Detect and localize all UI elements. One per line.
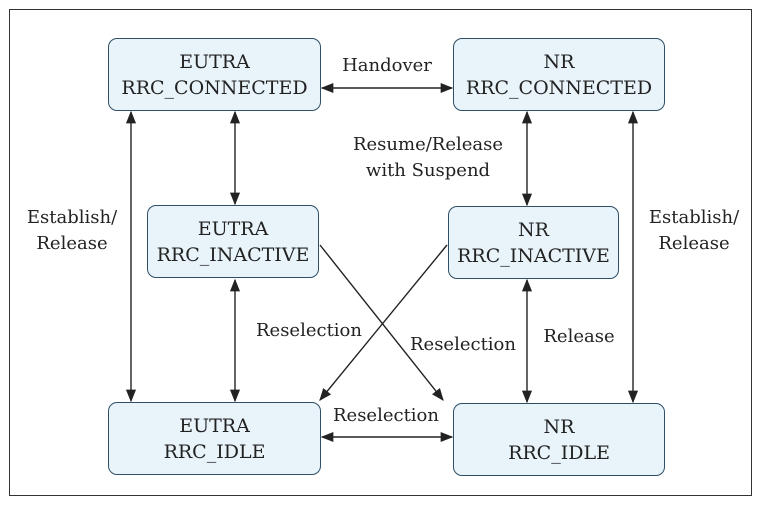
- state-label-line2: RRC_IDLE: [508, 441, 610, 464]
- state-label-line1: NR: [543, 415, 575, 438]
- label-reselection-bottom: Reselection: [332, 405, 439, 426]
- state-label-line1: NR: [543, 50, 575, 73]
- label-establish-release-left: Establish/ Release: [20, 205, 124, 257]
- arrow-nr-inactive-to-eutra-idle: [319, 244, 448, 401]
- state-label-line2: RRC_IDLE: [163, 440, 266, 463]
- state-nr-rrc-idle: NR RRC_IDLE: [453, 403, 665, 476]
- label-handover: Handover: [342, 55, 432, 76]
- state-label-line2: RRC_INACTIVE: [457, 244, 610, 267]
- state-eutra-rrc-inactive: EUTRA RRC_INACTIVE: [147, 205, 319, 278]
- state-nr-rrc-connected: NR RRC_CONNECTED: [453, 38, 665, 111]
- state-eutra-rrc-connected: EUTRA RRC_CONNECTED: [108, 38, 321, 111]
- label-establish-right-line2: Release: [658, 233, 730, 254]
- label-reselection-right: Reselection: [409, 334, 516, 355]
- state-eutra-rrc-idle: EUTRA RRC_IDLE: [108, 402, 321, 475]
- label-establish-right-line1: Establish/: [648, 207, 740, 228]
- label-resume-release-line2: with Suspend: [365, 160, 491, 181]
- state-label-line2: RRC_INACTIVE: [156, 243, 310, 266]
- label-reselection-left: Reselection: [255, 320, 362, 341]
- state-label-line1: NR: [518, 218, 549, 241]
- state-label-line1: EUTRA: [179, 50, 250, 73]
- state-nr-rrc-inactive: NR RRC_INACTIVE: [448, 206, 619, 279]
- state-label-line2: RRC_CONNECTED: [465, 76, 653, 99]
- label-establish-left-line2: Release: [36, 233, 108, 254]
- arrow-eutra-inactive-to-nr-idle: [319, 244, 444, 401]
- label-resume-release-line1: Resume/Release: [352, 134, 504, 155]
- state-label-line1: EUTRA: [197, 217, 269, 240]
- state-label-line1: EUTRA: [179, 414, 250, 437]
- label-establish-release-right: Establish/ Release: [642, 205, 746, 257]
- label-establish-left-line1: Establish/: [26, 207, 118, 228]
- label-release: Release: [543, 326, 615, 347]
- state-label-line2: RRC_CONNECTED: [121, 76, 308, 99]
- label-resume-release: Resume/Release with Suspend: [338, 132, 518, 184]
